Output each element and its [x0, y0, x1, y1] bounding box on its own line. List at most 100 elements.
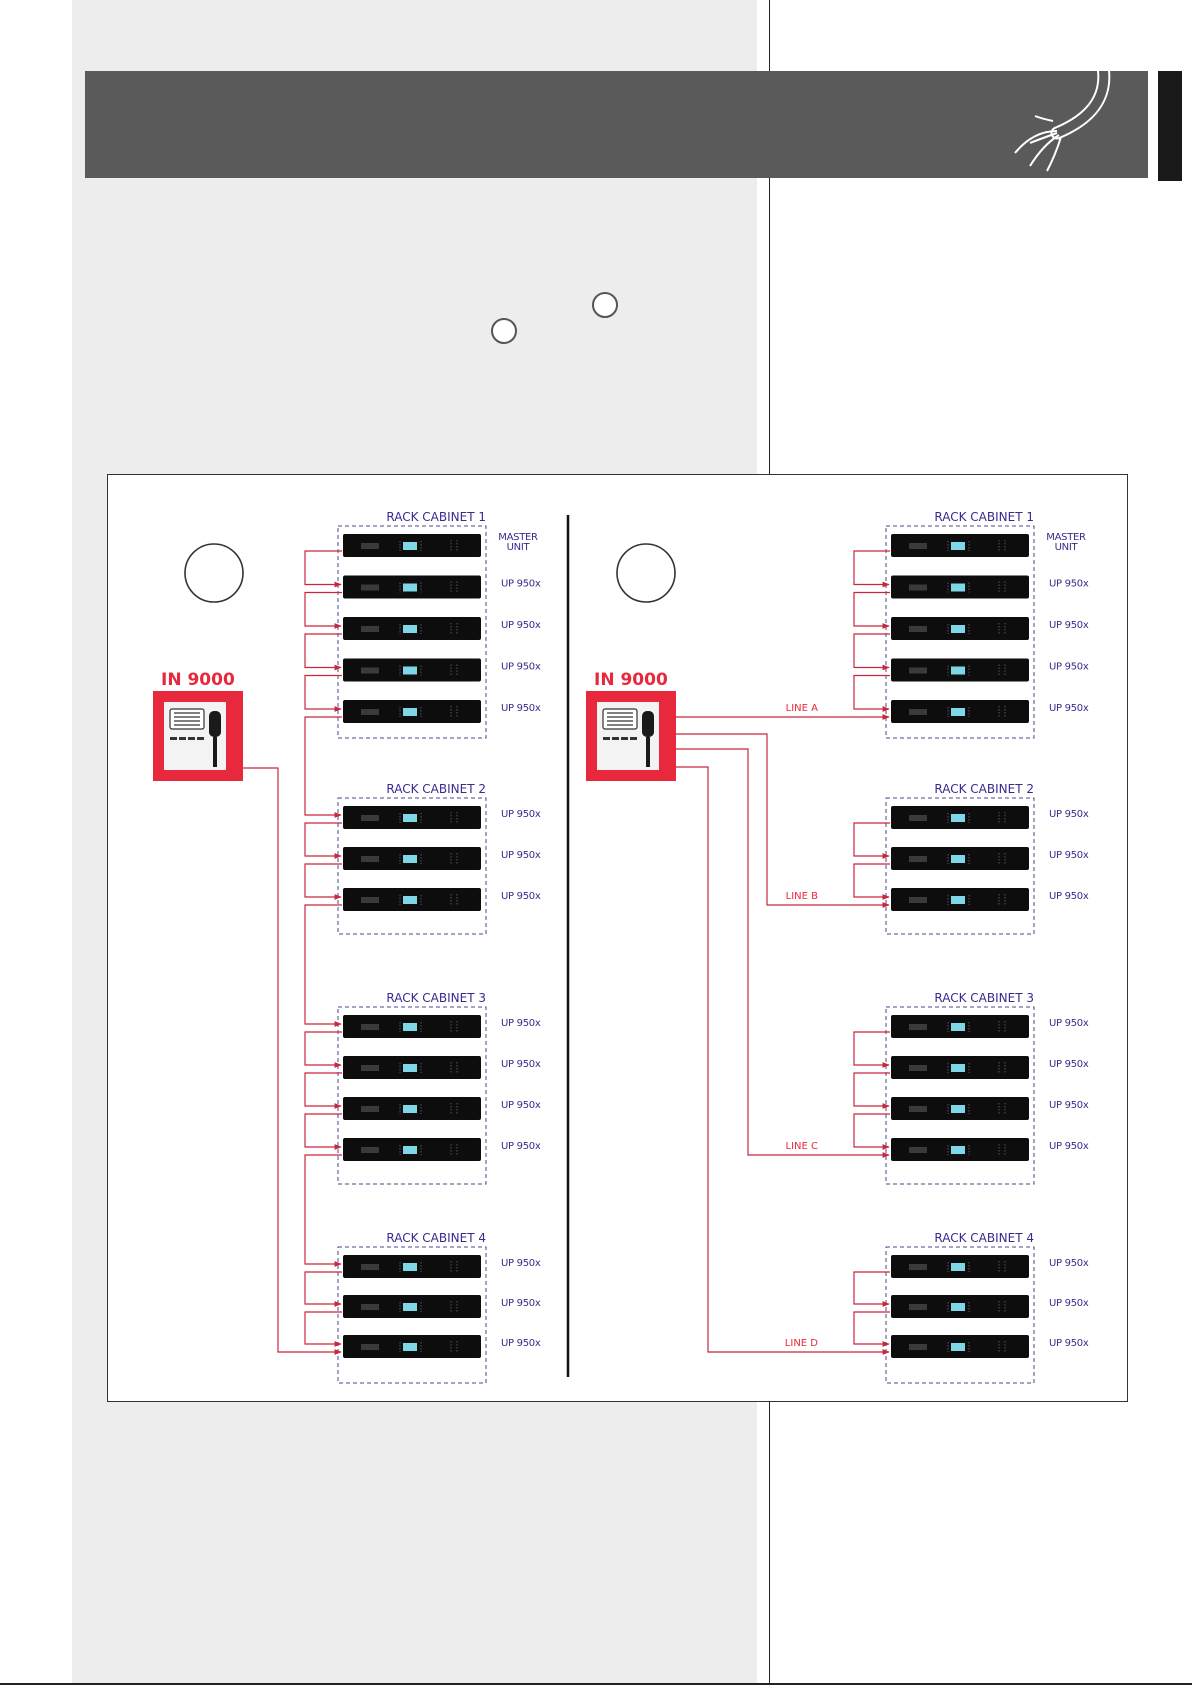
amplifier-unit: [343, 658, 481, 682]
controller-button: [188, 737, 195, 740]
amplifier-display: [951, 814, 965, 822]
rack-cabinet-outline: [885, 1246, 1035, 1384]
signal-wire: [304, 1113, 342, 1150]
amplifier-handle: [909, 1304, 927, 1310]
amplifier-handle: [361, 1106, 379, 1112]
amplifier-display: [951, 1263, 965, 1271]
rack-cabinet-title: RACK CABINET 1: [386, 510, 486, 524]
rack-cabinet-outline: [337, 1246, 487, 1384]
rack-cabinet-title: RACK CABINET 1: [934, 510, 1034, 524]
line-label: LINE C: [786, 1141, 818, 1152]
unit-label: UP 950x: [1049, 662, 1089, 673]
amplifier-unit: [343, 1295, 481, 1318]
amplifier-display: [403, 708, 417, 716]
amplifier-display: [403, 814, 417, 822]
amplifier-unit: [891, 847, 1029, 870]
line-label: LINE A: [786, 703, 818, 714]
unit-label: UP 950x: [501, 703, 541, 714]
unit-label: UP 950x: [1049, 850, 1089, 861]
rack-cabinet-outline: [337, 1006, 487, 1185]
amplifier-display: [403, 1023, 417, 1031]
unit-label: UP 950x: [501, 1298, 541, 1309]
unit-label: UP 950x: [1049, 1059, 1089, 1070]
amplifier-unit: [891, 1255, 1029, 1278]
unit-label: UP 950x: [501, 850, 541, 861]
amplifier-unit: [343, 888, 481, 911]
amplifier-unit: [343, 534, 481, 557]
rack-cabinet-title: RACK CABINET 2: [386, 782, 486, 796]
amplifier-handle: [361, 667, 379, 674]
amplifier-handle: [909, 856, 927, 862]
amplifier-unit: [343, 1335, 481, 1358]
amplifier-handle: [909, 1106, 927, 1112]
signal-wire: [304, 904, 342, 1027]
amplifier-handle: [909, 1264, 927, 1270]
unit-label: UP 950x: [1049, 1298, 1089, 1309]
line-label: LINE D: [785, 1338, 818, 1349]
amplifier-handle: [909, 815, 927, 821]
signal-wire: [676, 733, 890, 908]
amplifier-unit: [891, 617, 1029, 640]
amplifier-unit: [343, 1056, 481, 1079]
amplifier-handle: [909, 543, 927, 549]
amplifier-unit: [891, 658, 1029, 682]
amplifier-handle: [361, 584, 379, 591]
amplifier-handle: [909, 1024, 927, 1030]
cable-icon: [1014, 71, 1111, 172]
unit-label: UP 950x: [1049, 809, 1089, 820]
unit-label: UP 950x: [1049, 1141, 1089, 1152]
amplifier-display: [951, 1064, 965, 1072]
amplifier-handle: [909, 709, 927, 715]
amplifier-unit: [343, 700, 481, 723]
rack-cabinet-outline: [885, 525, 1035, 739]
amplifier-display: [403, 666, 417, 675]
controller-in9000: [153, 691, 243, 781]
unit-label: UP 950x: [1049, 703, 1089, 714]
controller-button: [170, 737, 177, 740]
amplifier-handle: [909, 667, 927, 674]
signal-wire: [853, 1113, 890, 1150]
line-label: LINE B: [786, 891, 818, 902]
amplifier-display: [403, 855, 417, 863]
signal-wire: [853, 550, 890, 588]
callout-circle: [616, 543, 676, 603]
amplifier-handle: [361, 1264, 379, 1270]
amplifier-unit: [343, 617, 481, 640]
callout-marker-2: [491, 318, 517, 344]
amplifier-handle: [361, 709, 379, 715]
controller-in9000: [586, 691, 676, 781]
amplifier-display: [951, 666, 965, 675]
signal-wire: [304, 633, 342, 671]
unit-label: UP 950x: [501, 809, 541, 820]
amplifier-display: [403, 542, 417, 550]
rack-cabinet-title: RACK CABINET 3: [386, 991, 486, 1005]
rack-cabinet-outline: [885, 1006, 1035, 1185]
unit-label: UP 950x: [501, 1100, 541, 1111]
amplifier-display: [403, 1263, 417, 1271]
callout-marker-1: [592, 292, 618, 318]
amplifier-handle: [361, 1065, 379, 1071]
amplifier-handle: [361, 897, 379, 903]
signal-wire: [304, 1031, 342, 1068]
controller-label: IN 9000: [594, 670, 668, 690]
chapter-tab: [1158, 71, 1182, 181]
amplifier-display: [403, 1064, 417, 1072]
amplifier-unit: [343, 1097, 481, 1120]
unit-label: UP 950x: [501, 579, 541, 590]
amplifier-unit: [891, 1335, 1029, 1358]
amplifier-handle: [361, 543, 379, 549]
amplifier-display: [403, 583, 417, 592]
amplifier-display: [403, 1146, 417, 1154]
rack-cabinet-outline: [885, 797, 1035, 935]
amplifier-unit: [891, 1097, 1029, 1120]
amplifier-handle: [361, 1147, 379, 1153]
rack-cabinet-title: RACK CABINET 3: [934, 991, 1034, 1005]
controller-label: IN 9000: [161, 670, 235, 690]
amplifier-unit: [891, 1295, 1029, 1318]
